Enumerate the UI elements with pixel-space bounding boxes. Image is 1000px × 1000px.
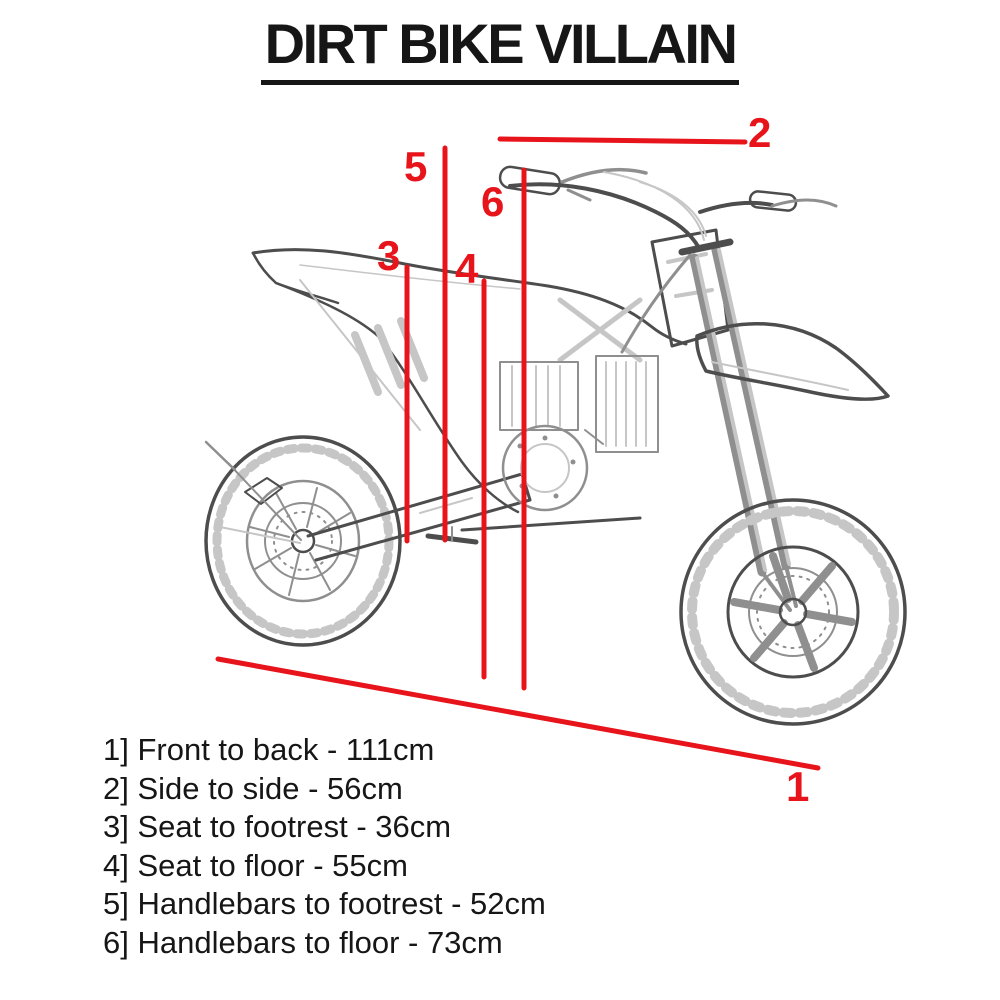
dirt-bike-sketch (204, 165, 907, 726)
footpeg (425, 526, 479, 545)
page-title: DIRT BIKE VILLAIN (260, 16, 740, 85)
front-fender (695, 322, 890, 401)
handlebars (498, 165, 838, 250)
legend-item-1: 1] Front to back - 111cm (103, 732, 435, 767)
measure-label-3: 3 (377, 232, 400, 279)
bodywork (251, 228, 730, 514)
measure-line-1 (215, 656, 821, 771)
measure-label-4: 4 (455, 245, 478, 292)
legend-item-6: 6] Handlebars to floor - 73cm (103, 924, 503, 960)
legend-item-2: 2] Side to side - 56cm (103, 770, 403, 806)
measure-label-2: 2 (748, 109, 771, 156)
rear-wheel (204, 435, 402, 647)
title-bar: DIRT BIKE VILLAIN (0, 16, 1000, 85)
measure-line-2 (497, 136, 748, 145)
engine (460, 355, 659, 532)
measurements-legend: 1] Front to back - 111cm 2] Side to side… (103, 731, 546, 962)
front-fork (678, 238, 798, 612)
measure-label-6: 6 (481, 178, 504, 225)
measure-label-5: 5 (404, 143, 427, 190)
legend-item-4: 4] Seat to floor - 55cm (103, 847, 408, 883)
measure-label-1: 1 (786, 763, 809, 810)
legend-item-3: 3] Seat to footrest - 36cm (103, 809, 452, 844)
front-wheel (679, 498, 907, 726)
measurement-lines (215, 136, 821, 771)
legend-item-5: 5] Handlebars to footrest - 52cm (103, 886, 546, 921)
